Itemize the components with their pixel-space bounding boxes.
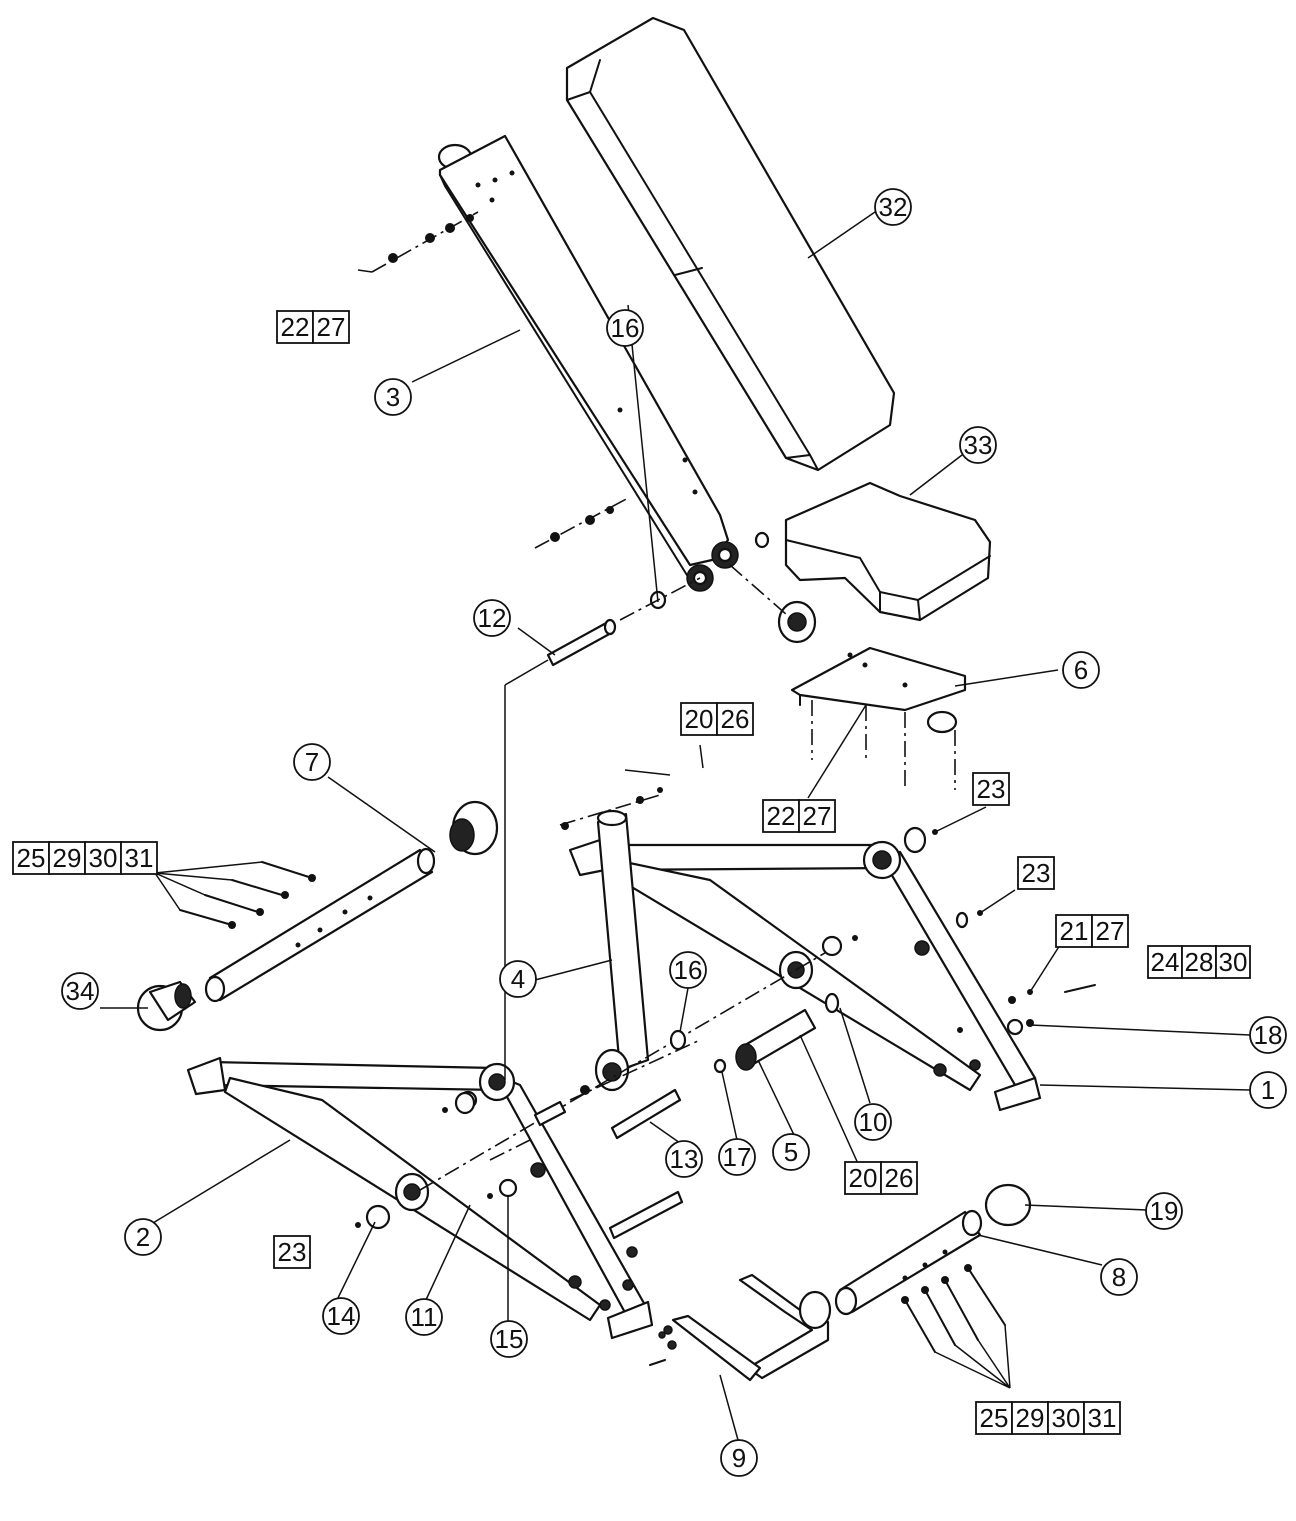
- svg-text:24: 24: [1151, 947, 1180, 977]
- svg-text:23: 23: [278, 1237, 307, 1267]
- roller-bolts-right: [901, 1264, 1006, 1353]
- svg-text:23: 23: [977, 774, 1006, 804]
- callout-17: 17: [718, 1138, 756, 1176]
- svg-text:23: 23: [1022, 858, 1051, 888]
- hw-box-22-27-top: 22 27: [276, 310, 350, 344]
- svg-text:6: 6: [1074, 655, 1088, 685]
- callout-1: 1: [1249, 1071, 1287, 1109]
- callout-33: 33: [959, 426, 997, 464]
- svg-text:30: 30: [1052, 1403, 1081, 1433]
- svg-text:29: 29: [53, 843, 82, 873]
- svg-text:29: 29: [1016, 1403, 1045, 1433]
- leader-lines: [100, 211, 1251, 1441]
- callout-19: 19: [1145, 1192, 1183, 1230]
- hw-box-22-27-mid: 22 27: [762, 799, 836, 833]
- seat-bracket-part: [777, 600, 967, 790]
- svg-text:16: 16: [611, 313, 640, 343]
- callout-4: 4: [499, 960, 537, 998]
- hw-box-25-29-30-31-left: 25 29 30 31: [12, 841, 158, 875]
- svg-text:26: 26: [885, 1163, 914, 1193]
- svg-text:17: 17: [723, 1142, 752, 1172]
- svg-text:33: 33: [964, 430, 993, 460]
- hw-box-24-28-30: 24 28 30: [1147, 945, 1251, 979]
- svg-text:26: 26: [721, 704, 750, 734]
- hw-box-21-27: 21 27: [1055, 914, 1129, 948]
- roller-bolts-left: [179, 861, 316, 929]
- svg-text:27: 27: [803, 801, 832, 831]
- roller-bracket-part: [649, 1273, 832, 1382]
- svg-text:32: 32: [879, 192, 908, 222]
- callout-34: 34: [61, 972, 99, 1010]
- assembly-axes: [355, 826, 1096, 1240]
- pin-12-part: [546, 564, 796, 667]
- callout-15: 15: [490, 1320, 528, 1358]
- svg-text:4: 4: [511, 964, 525, 994]
- hw-box-23-b: 23: [1017, 856, 1055, 890]
- svg-text:12: 12: [478, 603, 507, 633]
- svg-text:2: 2: [136, 1222, 150, 1252]
- svg-text:25: 25: [17, 843, 46, 873]
- svg-text:9: 9: [732, 1443, 746, 1473]
- svg-text:30: 30: [89, 843, 118, 873]
- svg-text:21: 21: [1060, 916, 1089, 946]
- seat-pad-part: [784, 481, 992, 622]
- back-support-part: [437, 134, 770, 592]
- svg-text:31: 31: [1088, 1403, 1117, 1433]
- svg-text:20: 20: [685, 704, 714, 734]
- upright-part: [559, 787, 663, 1092]
- svg-text:19: 19: [1150, 1196, 1179, 1226]
- hw-box-20-26-top: 20 26: [680, 702, 754, 736]
- svg-text:31: 31: [125, 843, 154, 873]
- left-frame-part: [186, 1056, 654, 1340]
- svg-text:7: 7: [305, 747, 319, 777]
- svg-text:28: 28: [1185, 947, 1214, 977]
- hw-box-25-29-30-31-right: 25 29 30 31: [975, 1401, 1121, 1435]
- svg-text:18: 18: [1254, 1020, 1283, 1050]
- callout-12: 12: [473, 599, 511, 637]
- callout-5: 5: [772, 1133, 810, 1171]
- hw-box-23-a: 23: [972, 772, 1010, 806]
- svg-text:3: 3: [386, 382, 400, 412]
- back-pad-part: [565, 16, 896, 472]
- svg-text:13: 13: [670, 1144, 699, 1174]
- svg-text:20: 20: [849, 1163, 878, 1193]
- callout-18: 18: [1249, 1016, 1287, 1054]
- svg-text:11: 11: [411, 1302, 438, 1332]
- rear-roller-tube-part: [834, 1183, 1032, 1316]
- callout-9: 9: [720, 1439, 758, 1477]
- right-frame-part: [568, 838, 1042, 1112]
- callout-2: 2: [124, 1218, 162, 1256]
- callout-10: 10: [854, 1103, 892, 1141]
- svg-text:15: 15: [495, 1324, 524, 1354]
- svg-text:22: 22: [767, 801, 796, 831]
- svg-text:16: 16: [674, 955, 703, 985]
- svg-text:5: 5: [784, 1137, 798, 1167]
- callout-14: 14: [322, 1297, 360, 1335]
- callout-7: 7: [293, 743, 331, 781]
- svg-text:30: 30: [1219, 947, 1248, 977]
- svg-text:8: 8: [1112, 1262, 1126, 1292]
- svg-text:27: 27: [1096, 916, 1125, 946]
- back-fasteners-top: [371, 211, 631, 549]
- hw-box-23-c: 23: [273, 1235, 311, 1269]
- svg-text:1: 1: [1261, 1075, 1275, 1105]
- svg-text:25: 25: [980, 1403, 1009, 1433]
- front-roller-tube-part: [204, 800, 499, 1003]
- svg-text:10: 10: [859, 1107, 888, 1137]
- end-cap-34-part: [136, 980, 197, 1032]
- callout-3: 3: [374, 378, 412, 416]
- callout-16-upper: 16: [606, 309, 644, 347]
- callout-13: 13: [665, 1140, 703, 1178]
- callout-8: 8: [1100, 1258, 1138, 1296]
- callout-11: 11: [405, 1298, 443, 1336]
- svg-text:34: 34: [66, 976, 95, 1006]
- callout-16-lower: 16: [669, 951, 707, 989]
- svg-text:14: 14: [327, 1301, 356, 1331]
- svg-text:22: 22: [281, 312, 310, 342]
- callout-6: 6: [1062, 651, 1100, 689]
- svg-text:27: 27: [317, 312, 346, 342]
- hw-box-20-26-bottom: 20 26: [844, 1161, 918, 1195]
- callout-32: 32: [874, 188, 912, 226]
